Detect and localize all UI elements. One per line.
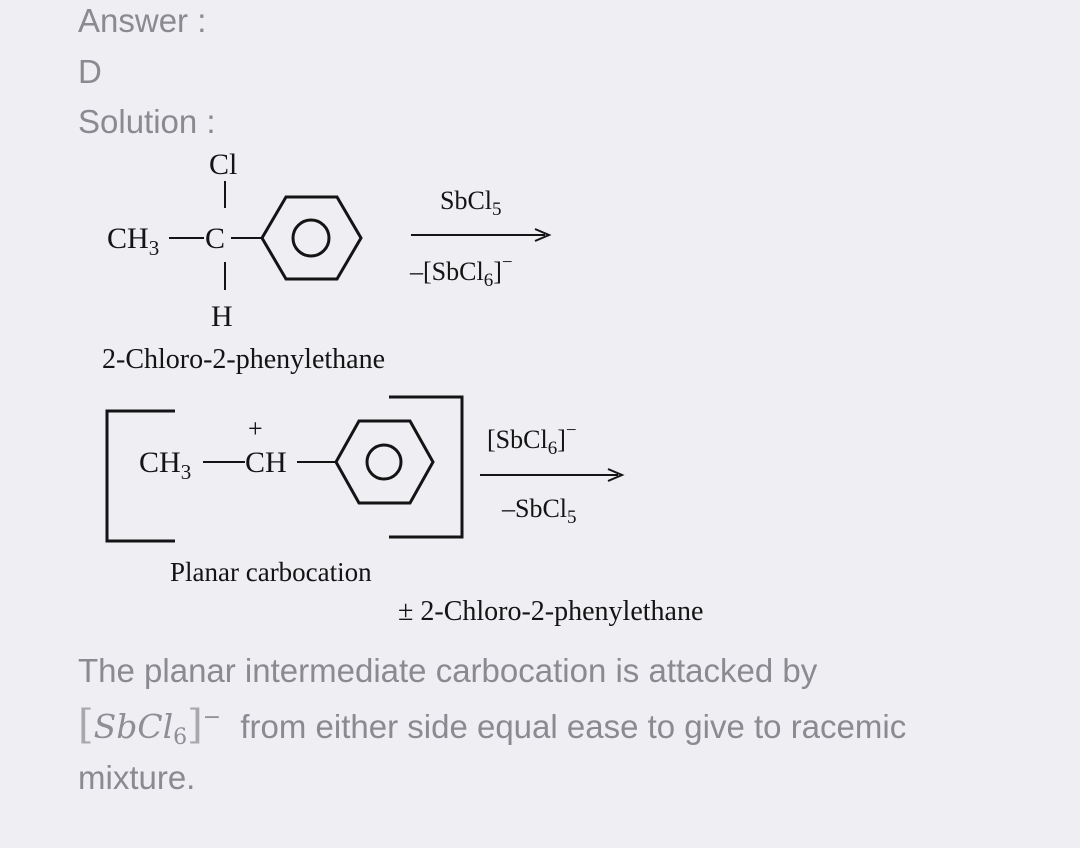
reagent-sbcl6: [SbCl6]− (487, 420, 577, 459)
atom-cl: Cl (209, 148, 237, 181)
benzene-ring-icon (334, 419, 435, 505)
answer-value: D (78, 53, 102, 90)
reagent-minus-sbcl6: –[SbCl6]− (409, 252, 513, 291)
explanation-line-1: The planar intermediate carbocation is a… (78, 652, 818, 689)
group-ch3: CH3 (107, 222, 159, 260)
reagent-minus-sbcl5: –SbCl5 (501, 494, 577, 528)
benzene-ring-icon (260, 195, 363, 281)
intermediate-bracket (105, 395, 464, 543)
intermediate-name: Planar carbocation (170, 557, 372, 587)
reactant-structure: Cl CH3 C H (107, 148, 363, 333)
atom-c: C (205, 222, 225, 255)
sbcl6-formula: [SbCl6]− (78, 702, 222, 750)
reaction-arrow-2-icon (480, 468, 625, 482)
explanation-line-2: [SbCl6]− from either side equal ease to … (78, 702, 906, 750)
intermediate-ch: CH (245, 446, 287, 479)
intermediate-ch3: CH3 (139, 446, 191, 484)
answer-label: Answer : (78, 2, 207, 39)
reagent-sbcl5: SbCl5 (440, 186, 502, 220)
product-name: ± 2-Chloro-2-phenylethane (398, 596, 703, 627)
explanation-line-2-text: from either side equal ease to give to r… (240, 708, 907, 745)
atom-h: H (211, 300, 233, 333)
reactant-name: 2-Chloro-2-phenylethane (102, 344, 385, 375)
reaction-arrow-1-icon (411, 228, 552, 242)
solution-label: Solution : (78, 103, 216, 140)
explanation-line-3: mixture. (78, 759, 196, 796)
plus-charge: + (248, 414, 263, 443)
